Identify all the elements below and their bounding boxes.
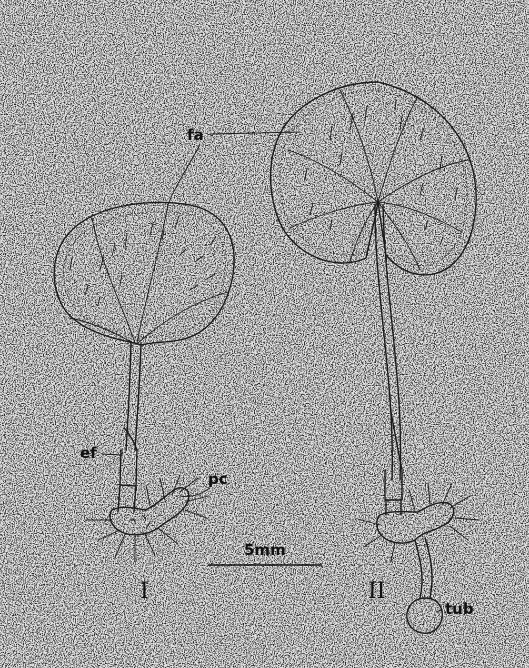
scale-bar-label: 5mm	[244, 541, 286, 559]
label-tub: tub	[445, 600, 474, 618]
label-fa: fa	[187, 126, 204, 144]
stage-label-1: I	[140, 579, 149, 604]
label-ef: ef	[80, 444, 97, 462]
label-pc: pc	[208, 470, 228, 488]
stage-label-2: II	[368, 579, 385, 604]
